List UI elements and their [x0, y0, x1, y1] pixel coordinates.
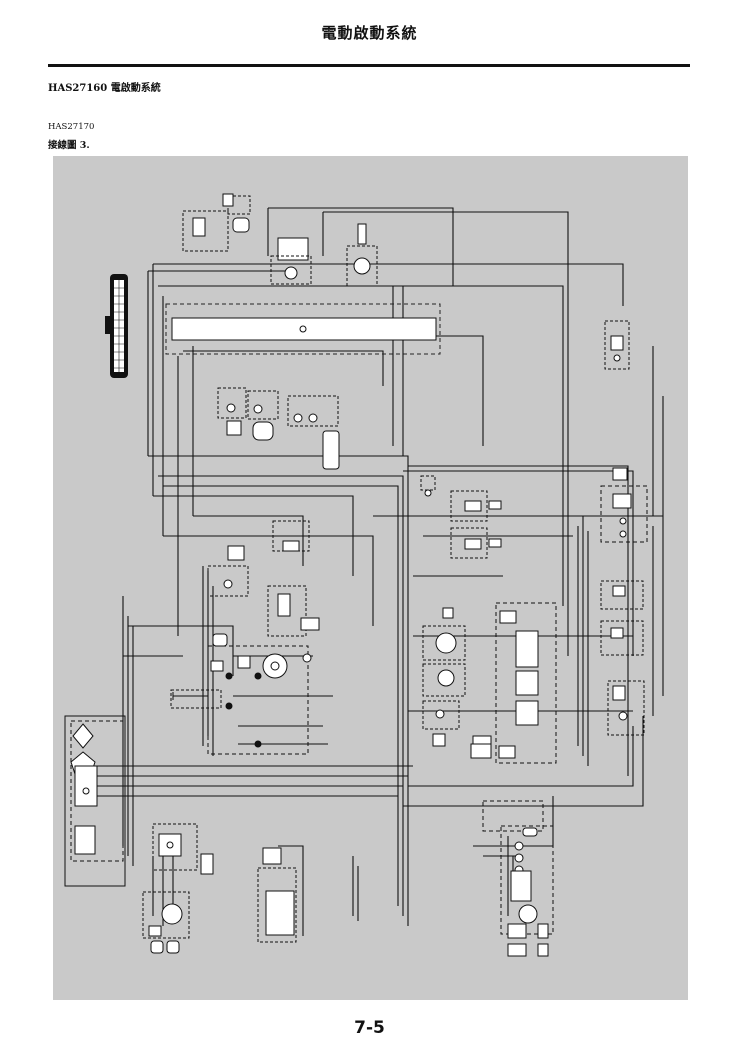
page-title: 電動啟動系統	[321, 24, 418, 42]
reference-code: HAS27170	[48, 122, 95, 132]
wiring-diagram	[53, 156, 688, 1000]
starter-motor	[142, 847, 297, 954]
page-number: 7-5	[354, 1018, 385, 1038]
ecu-unit	[165, 303, 441, 355]
middle-sensors	[217, 387, 340, 470]
left-multipin-connector	[105, 274, 128, 378]
right-switch-column	[600, 467, 648, 736]
right-top-relay	[604, 320, 630, 370]
title-rule	[48, 64, 690, 67]
top-components	[182, 193, 378, 287]
bottom-right-connector	[482, 800, 554, 957]
wiring-diagram-svg	[64, 193, 664, 957]
starter-relay-block	[170, 585, 328, 755]
center-relays	[207, 475, 502, 597]
wires	[93, 207, 664, 936]
left-bottom-block	[64, 715, 214, 887]
diagram-caption: 接線圖 3.	[48, 140, 90, 151]
section-heading: HAS27160 電啟動系統	[48, 83, 161, 94]
right-relay-unit	[422, 602, 557, 764]
